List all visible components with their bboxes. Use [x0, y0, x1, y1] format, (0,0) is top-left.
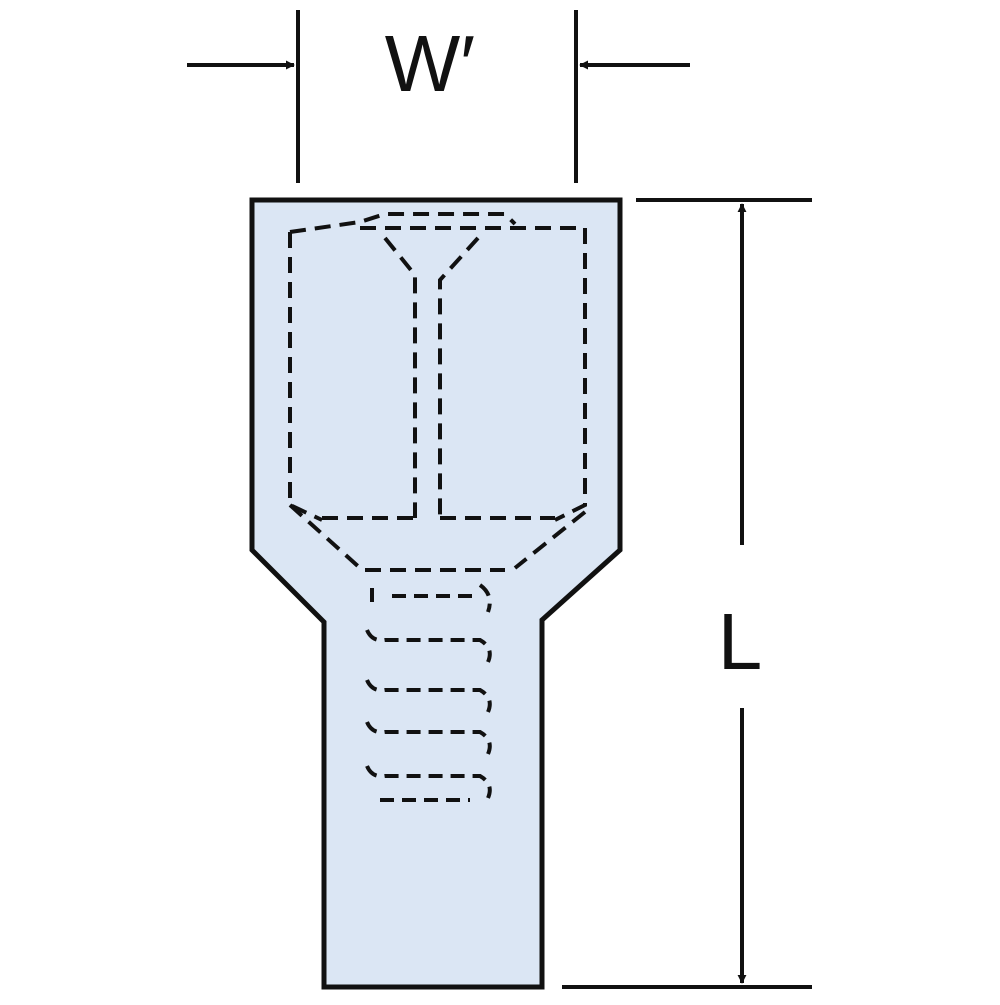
width-dimension [187, 10, 690, 183]
width-label: W′ [384, 19, 476, 108]
barrel-serrations [365, 583, 492, 802]
length-dimension [562, 198, 812, 989]
length-label: L [717, 597, 763, 686]
hidden-contact-outline [288, 212, 587, 572]
connector-body [249, 197, 623, 990]
